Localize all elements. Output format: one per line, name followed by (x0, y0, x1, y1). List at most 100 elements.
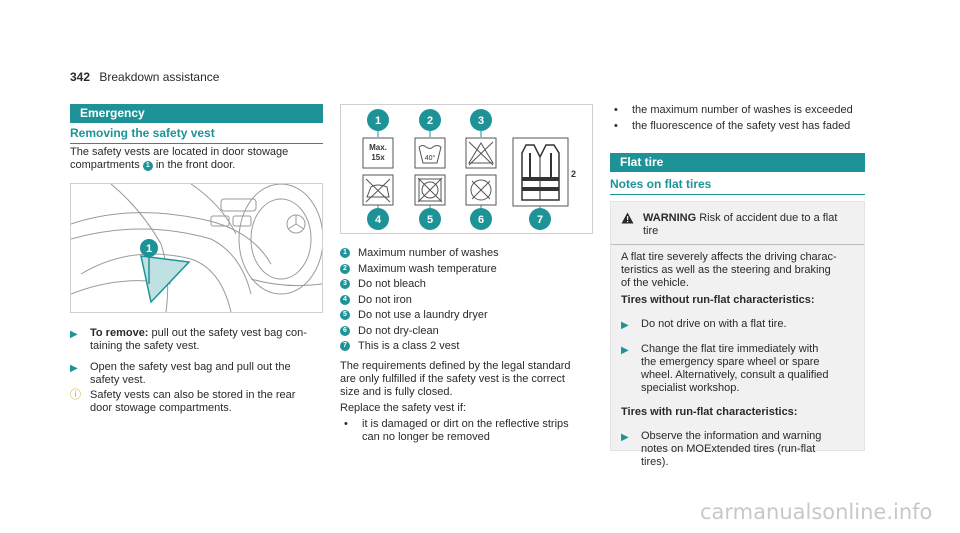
legend-text: Do not use a laundry dryer (358, 309, 488, 321)
info-icon: ⓘ (70, 389, 81, 401)
warning-triangle-icon (621, 212, 643, 238)
callout-1-label: 1 (146, 243, 152, 255)
legend-number: 6 (340, 325, 350, 336)
callout-6-group: 6 (470, 205, 492, 230)
replace-bullet-text: the fluorescence of the safety vest has … (632, 120, 851, 132)
callout-3-group: 3 (470, 109, 492, 137)
wash-temperature-symbol: 40° (414, 137, 446, 169)
callout-7-group: 7 (529, 206, 551, 230)
remove-steps: ▶ To remove: pull out the safety vest ba… (70, 327, 323, 415)
without-step-2-line-1: Change the flat tire immediately with (641, 343, 819, 355)
legend-number: 5 (340, 310, 350, 320)
removing-vest-heading: Removing the safety vest (70, 126, 323, 144)
warning-para-line-1: A flat tire severely affects the driving… (621, 251, 837, 263)
no-iron-symbol (362, 174, 394, 206)
without-step-2-line-2: the emergency spare wheel or spare (641, 356, 820, 368)
flat-tire-notes-heading-text: Notes on flat tires (610, 177, 712, 191)
flat-tire-title: Flat tire (620, 155, 664, 169)
intro-line-2-end: in the front door. (155, 159, 236, 171)
legend-item: 5 Do not use a laundry dryer (340, 308, 593, 324)
requirements-line-2: are only fulfilled if the safety vest is… (340, 373, 565, 385)
door-illustration: 1 (70, 183, 324, 313)
step-remove-text: To remove: pull out the safety vest bag … (90, 327, 307, 353)
legend-number: 3 (340, 279, 350, 289)
legend-text: Maximum wash temperature (358, 262, 497, 275)
replace-bullet: • the maximum number of washes is exceed… (610, 104, 865, 117)
with-step-1-line-1: Observe the information and warning (641, 430, 822, 442)
warning-para-line-2: teristics as well as the steering and br… (621, 264, 831, 276)
page-header: 342 Breakdown assistance (70, 70, 219, 84)
symbol-callout-3: 3 (478, 115, 484, 127)
requirements-paragraph: The requirements defined by the legal st… (340, 360, 593, 444)
replace-bullet: • it is damaged or dirt on the reflectiv… (340, 418, 593, 444)
info-note-line-2: door stowage compartments. (90, 402, 232, 414)
max-count-label: 15x (371, 153, 385, 162)
intro-line-2: compartments 1 in the front door. (70, 159, 323, 172)
legend-number: 2 (340, 263, 350, 274)
warning-header: WARNING Risk of accident due to a flat t… (621, 212, 854, 238)
legend-text: Maximum number of washes (358, 247, 499, 259)
without-step-2: ▶ Change the flat tire immediately with … (621, 343, 854, 395)
requirements-line-1: The requirements defined by the legal st… (340, 360, 571, 372)
replace-bullet-text: it is damaged or dirt on the reflective … (362, 418, 569, 444)
intro-line-2-text: compartments (70, 159, 140, 171)
intro-paragraph: The safety vests are located in door sto… (70, 146, 323, 172)
page-number: 342 (70, 70, 91, 84)
callout-2-group: 2 (419, 109, 441, 137)
temperature-label: 40° (425, 154, 436, 162)
legend-text: Do not bleach (358, 278, 426, 290)
info-note-line-1: Safety vests can also be stored in the r… (90, 389, 296, 401)
care-symbols-illustration: 1 2 3 Max. 15x 40° (340, 104, 593, 234)
callout-1-marker (140, 239, 158, 257)
no-dryer-symbol (414, 174, 446, 206)
replace-intro: Replace the safety vest if: (340, 402, 466, 414)
callout-1-group: 1 (367, 109, 389, 137)
with-step-1-line-3: tires). (641, 456, 669, 468)
watermark: carmanualsonline.info (700, 500, 933, 524)
replace-bullets-continued: • the maximum number of washes is exceed… (610, 104, 865, 133)
symbol-callout-5: 5 (427, 214, 433, 226)
without-step-2-line-4: specialist workshop. (641, 382, 740, 394)
step-open-line-2: safety vest. (90, 374, 146, 386)
intro-callout-1: 1 (142, 161, 153, 171)
flat-tire-section-bar: Flat tire (610, 153, 865, 172)
info-note-text: Safety vests can also be stored in the r… (90, 389, 295, 415)
step-arrow-icon: ▶ (70, 363, 78, 374)
no-bleach-symbol (465, 137, 497, 169)
warning-box: WARNING Risk of accident due to a flat t… (610, 201, 865, 468)
with-runflat-heading: Tires with run-flat characteristics: (621, 406, 798, 418)
with-step-1: ▶ Observe the information and warning no… (621, 430, 854, 469)
legend-text: This is a class 2 vest (358, 340, 460, 352)
callout-4-group: 4 (367, 205, 389, 230)
step-arrow-icon: ▶ (621, 432, 629, 443)
symbol-callout-7: 7 (537, 214, 543, 226)
replace-bullet-text: the maximum number of washes is exceeded (632, 104, 853, 116)
bullet-dot: • (614, 120, 618, 132)
callout-5-group: 5 (419, 205, 441, 230)
bullet-dot: • (614, 104, 618, 116)
replace-bullet-line-2: can no longer be removed (362, 431, 490, 443)
without-step-2-text: Change the flat tire immediately with th… (641, 343, 829, 395)
replace-bullet-line-1: it is damaged or dirt on the reflective … (362, 418, 569, 430)
legend-number: 4 (340, 294, 350, 305)
emergency-title: Emergency (80, 106, 145, 120)
with-step-1-line-2: notes on MOExtended tires (run-flat (641, 443, 816, 455)
class-number-label: 2 (571, 169, 576, 179)
step-remove-line-1: pull out the safety vest bag con- (148, 327, 307, 339)
intro-line-1: The safety vests are located in door sto… (70, 146, 289, 158)
warning-title: WARNING Risk of accident due to a flat t… (643, 212, 837, 238)
legend-item: 3 Do not bleach (340, 277, 593, 293)
warning-text-line-1: Risk of accident due to a flat (699, 212, 838, 224)
without-step-1-text: Do not drive on with a flat tire. (641, 318, 787, 330)
flat-tire-notes-heading: Notes on flat tires (610, 177, 865, 195)
step-open-text: Open the safety vest bag and pull out th… (90, 361, 291, 387)
step-remove-label: To remove: (90, 327, 149, 339)
step-arrow-icon: ▶ (621, 320, 629, 331)
door-interior-drawing: 1 (70, 183, 324, 313)
warning-text-line-2: tire (643, 225, 659, 237)
no-dry-clean-symbol (465, 174, 497, 206)
